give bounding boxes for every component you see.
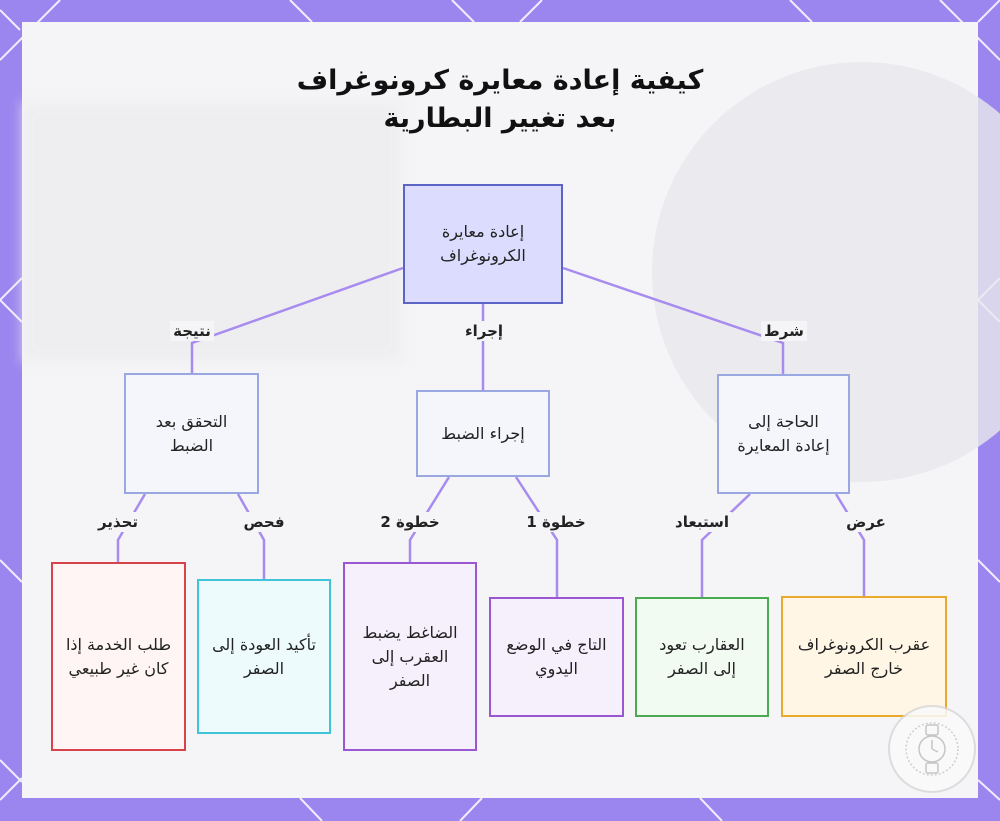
condition-node: الحاجة إلى إعادة المعايرة [717, 374, 850, 494]
step1-node: التاج في الوضع اليدوي [489, 597, 624, 717]
step2-node-label: الضاغط يضبط العقرب إلى الصفر [362, 622, 458, 690]
exclusion-node: العقارب تعود إلى الصفر [635, 597, 769, 717]
page-title: كيفية إعادة معايرة كرونوغراف بعد تغيير ا… [200, 62, 800, 138]
edge-label-action: إجراء [461, 321, 507, 341]
edge-label-exclusion: استبعاد [672, 512, 732, 532]
edge-label-symptom: عرض [843, 512, 889, 532]
edge-label-step2: خطوة 2 [377, 512, 443, 532]
root-node-label: إعادة معايرة الكرونوغراف [440, 222, 526, 265]
result-node: التحقق بعد الضبط [124, 373, 259, 494]
edge-label-step1: خطوة 1 [523, 512, 589, 532]
action-node-label: إجراء الضبط [441, 423, 525, 443]
edge-action-step2 [408, 476, 451, 562]
edge-label-condition: شرط [761, 321, 807, 341]
title-line-2: بعد تغيير البطارية [383, 103, 617, 134]
root-node: إعادة معايرة الكرونوغراف [403, 184, 563, 304]
exclusion-node-label: العقارب تعود إلى الصفر [659, 635, 745, 678]
check-node-label: تأكيد العودة إلى الصفر [212, 634, 316, 678]
result-node-label: التحقق بعد الضبط [155, 411, 228, 455]
title-line-1: كيفية إعادة معايرة كرونوغراف [296, 65, 704, 96]
edge-label-result: نتيجة [170, 321, 214, 341]
condition-node-label: الحاجة إلى إعادة المعايرة [737, 412, 830, 455]
action-node: إجراء الضبط [416, 390, 550, 477]
step2-node: الضاغط يضبط العقرب إلى الصفر [343, 562, 477, 751]
edge-condition-symptom [834, 493, 866, 596]
watch-seal-logo [888, 705, 976, 793]
edge-root-result [190, 266, 404, 373]
symptom-node-label: عقرب الكرونوغراف خارج الصفر [797, 634, 931, 678]
warning-node: طلب الخدمة إذا كان غير طبيعي [51, 562, 186, 751]
check-node: تأكيد العودة إلى الصفر [197, 579, 331, 734]
watch-icon [905, 722, 959, 776]
edge-condition-exclusion [700, 493, 751, 597]
edge-result-warning [116, 493, 147, 562]
edge-label-warning: تحذير [94, 512, 142, 532]
edge-action-step1 [514, 476, 559, 597]
edge-label-check: فحص [240, 512, 288, 532]
edge-result-check [236, 493, 266, 579]
symptom-node: عقرب الكرونوغراف خارج الصفر [781, 596, 947, 717]
edge-root-condition [562, 266, 785, 374]
warning-node-label: طلب الخدمة إذا كان غير طبيعي [65, 634, 172, 678]
step1-node-label: التاج في الوضع اليدوي [506, 635, 607, 678]
